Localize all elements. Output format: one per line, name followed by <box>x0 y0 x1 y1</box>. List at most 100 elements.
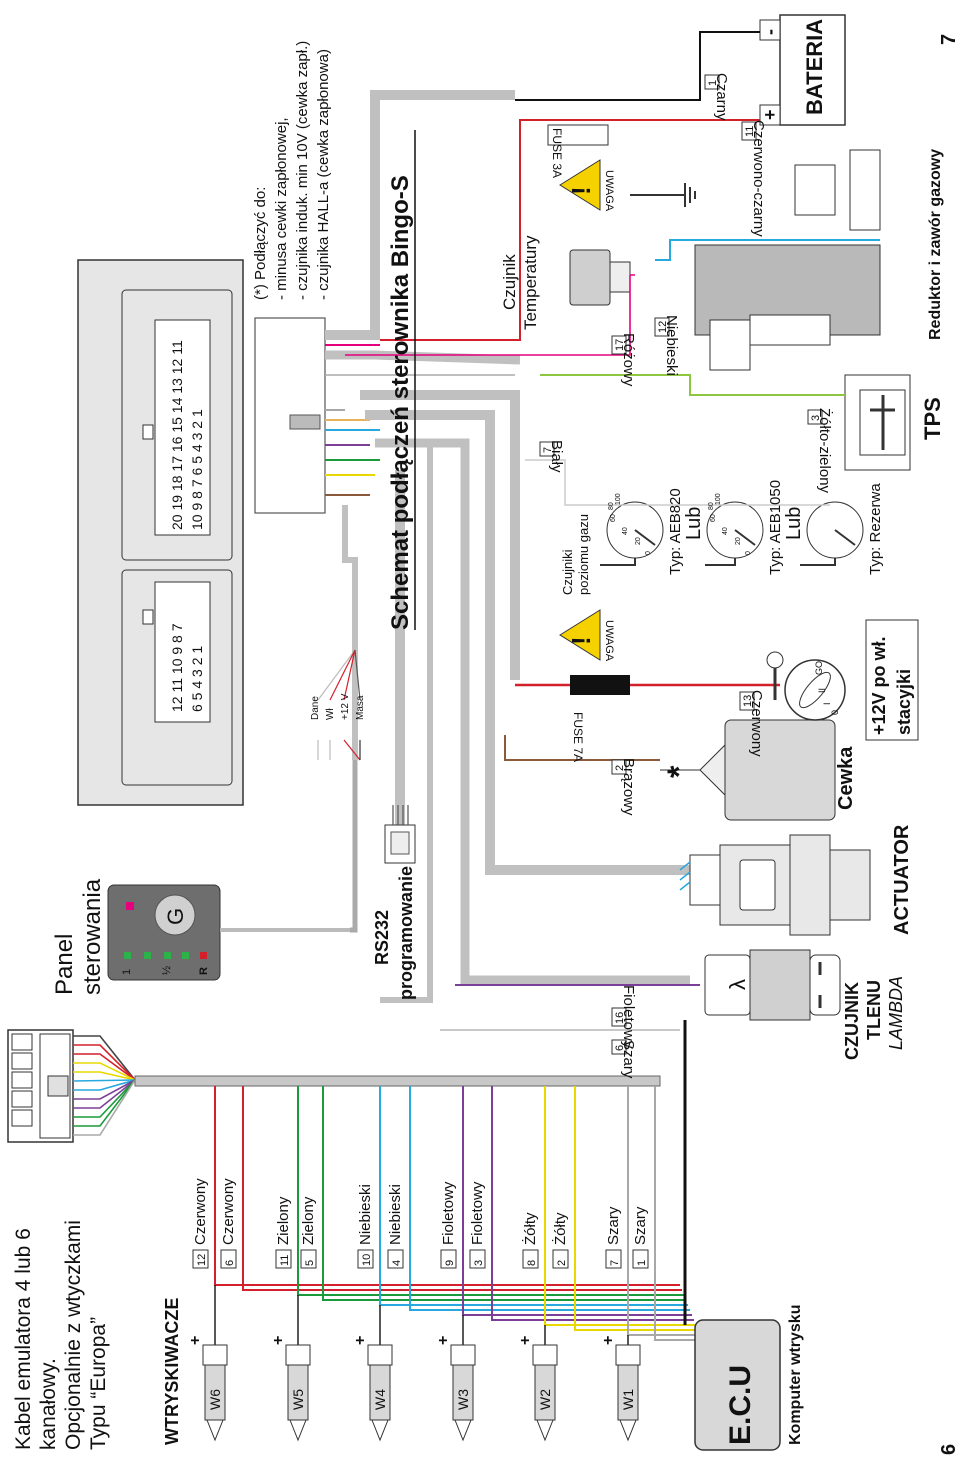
actuator-label: ACTUATOR <box>891 824 913 935</box>
panel-led-half: ½ <box>161 966 173 975</box>
fuse-7a <box>570 675 630 695</box>
wire-label-brown: 2 Brązowy <box>611 758 637 816</box>
svg-text:10: 10 <box>361 1254 373 1266</box>
svg-text:6: 6 <box>614 1045 626 1051</box>
level-type-reserve: Typ: Rezerwa <box>867 483 884 575</box>
ignition-switch <box>766 651 846 721</box>
svg-text:Fioletowy: Fioletowy <box>620 985 637 1049</box>
svg-text:Czerwono-czarny: Czerwono-czarny <box>750 120 767 237</box>
lambda-sensor <box>704 949 841 1021</box>
svg-text:Szary: Szary <box>632 1206 649 1245</box>
gauge-tick: 0 <box>645 551 652 555</box>
ecu-connector-plate <box>77 259 244 806</box>
injector-w1: W1+ <box>600 1336 641 1442</box>
injectors-heading: WTRYSKIWACZE <box>162 1298 182 1445</box>
svg-text:Żółto-zielony: Żółto-zielony <box>816 408 834 494</box>
svg-text:Czerwony: Czerwony <box>748 690 765 757</box>
wire-label-gray: 6 Szary <box>611 1039 637 1079</box>
gauge-tick: 60 <box>610 514 617 522</box>
wire-label-yg: 3 Żółto-zielony <box>807 408 834 494</box>
temp-sensor-line1: Czujnik <box>500 254 519 310</box>
level-type-aeb1050: Typ: AEB1050 <box>767 480 784 575</box>
lambda-symbol: λ <box>725 979 750 990</box>
ground-symbol <box>630 183 696 207</box>
text-layer: Schemat podłączeń sterownika Bingo-S 6 7… <box>12 19 960 1455</box>
svg-text:Szary: Szary <box>605 1206 622 1245</box>
panel-cable <box>350 760 358 933</box>
ecu-sublabel: Komputer wtrysku <box>787 1305 804 1445</box>
page-number-left: 6 <box>938 1444 960 1455</box>
note-line3: - czujnika induk. min 10V (cewka zapł.) <box>294 41 311 300</box>
battery-plus: + <box>760 109 780 120</box>
ecu-box <box>694 1319 781 1451</box>
yg-wire-run <box>540 374 845 396</box>
svg-text:Niebieski: Niebieski <box>387 1184 404 1245</box>
injector-wire-label-12: 12 Czerwony <box>192 1178 209 1269</box>
wire-label-violet: 16 Fioletowy <box>611 985 637 1049</box>
wire-label-redblack: 11 Czerwono-czarny <box>741 120 767 237</box>
tps-sensor <box>844 374 911 471</box>
lambda-line2: TLENU <box>864 980 884 1040</box>
page-title: Schemat podłączeń sterownika Bingo-S <box>387 175 414 630</box>
fuse-7a-label: FUSE 7A <box>571 712 585 762</box>
warning-label-1: UWAGA <box>603 620 615 662</box>
battery-label: BATERIA <box>802 19 827 115</box>
injector-label: W5 <box>290 1389 306 1410</box>
rs232-plug <box>384 805 416 864</box>
ecu-label: E.C.U <box>724 1365 757 1445</box>
white-wire-run <box>525 459 830 506</box>
injector-label: W4 <box>372 1389 388 1410</box>
svg-text:Żółty: Żółty <box>521 1212 539 1245</box>
plus-sign: + <box>517 1336 534 1345</box>
level-gauge-aeb1050 <box>705 501 764 566</box>
panel-title-2: sterowania <box>79 878 106 995</box>
panel-title-1: Panel <box>51 934 78 995</box>
red-black-wire-run <box>380 119 760 341</box>
lambda-line1: CZUJNIK <box>842 982 862 1060</box>
level-heading-2: poziomu gazu <box>576 514 591 595</box>
actuator <box>679 834 871 936</box>
injector-w2: W2+ <box>517 1336 558 1442</box>
injector-label: W3 <box>455 1389 471 1410</box>
gauge-tick: 40 <box>622 527 629 535</box>
gauge-tick: 20 <box>635 537 642 545</box>
rs232-wire-dane: Dane <box>310 696 321 720</box>
svg-text:Czerwony: Czerwony <box>192 1178 209 1245</box>
svg-text:Zielony: Zielony <box>300 1196 317 1245</box>
lambda-line3: LAMBDA <box>886 976 906 1050</box>
svg-text:3: 3 <box>810 415 822 421</box>
gauge-tick: 0 <box>745 551 752 555</box>
level-lub-1: Lub <box>683 507 705 540</box>
svg-text:Niebieski: Niebieski <box>663 315 680 376</box>
svg-text:12: 12 <box>196 1254 208 1266</box>
reducer-and-valve <box>694 149 881 371</box>
svg-text:Fioletowy: Fioletowy <box>469 1181 486 1245</box>
warning-label-2: UWAGA <box>603 170 615 212</box>
injector-label: W6 <box>207 1389 223 1410</box>
small-connector-row2: 6 5 4 3 2 1 <box>189 646 205 712</box>
emulator-fan-wires <box>72 1035 136 1136</box>
note-line2: - minusa cewki zapłonowej, <box>273 117 290 300</box>
emulator-line3: Opcjonalnie z wtyczkami <box>62 1220 85 1450</box>
svg-text:11: 11 <box>279 1255 291 1266</box>
svg-text:13: 13 <box>742 695 754 707</box>
page-number-right: 7 <box>938 34 960 45</box>
svg-text:1: 1 <box>636 1260 648 1266</box>
panel-led-r: R <box>198 967 210 975</box>
coil-label: Cewka <box>835 746 857 810</box>
ignition-label-1: +12V po wł. <box>869 636 889 735</box>
rs232-wire-masa: Masa <box>355 695 366 720</box>
battery-minus: - <box>760 29 780 35</box>
gauge-tick: 100 <box>715 493 722 505</box>
rs232-wire-wl: Wł <box>325 708 336 720</box>
svg-text:11: 11 <box>744 126 756 137</box>
warning-symbol-2: ! <box>566 186 596 195</box>
rs232-sublabel: programowanie <box>396 866 416 1000</box>
temperature-sensor <box>345 249 635 356</box>
